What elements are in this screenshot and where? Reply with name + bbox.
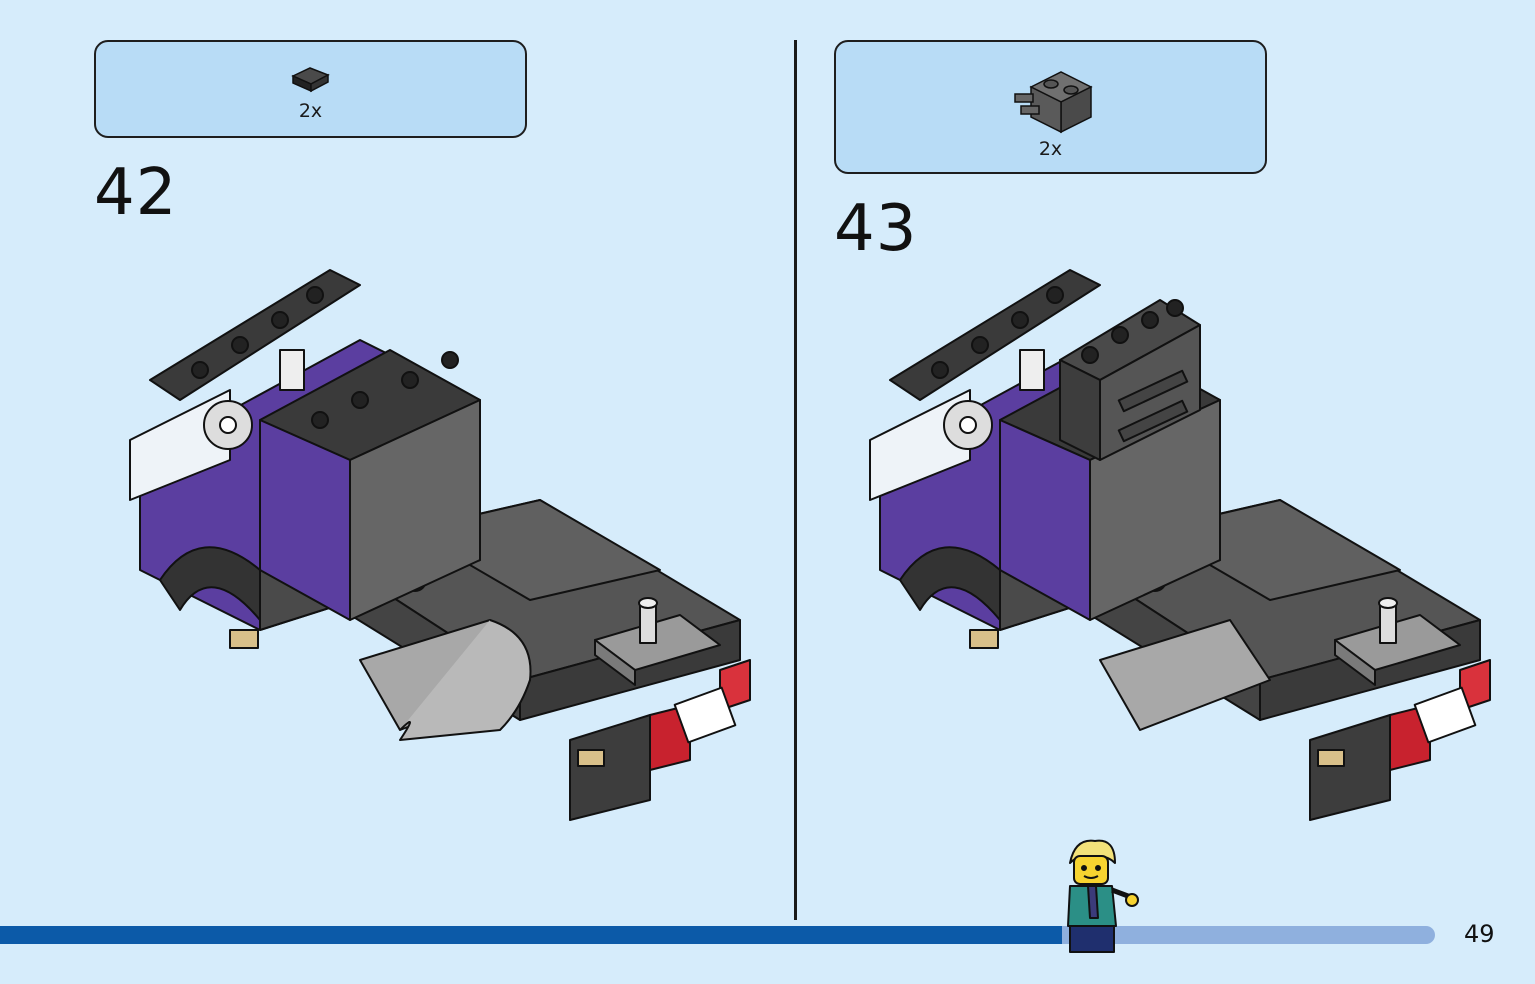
step-divider [794,40,797,920]
truck-chassis-illustration-step-43 [869,269,1491,821]
parts-callout-step-42: 2x [94,40,527,138]
part-quantity: 2x [298,100,323,122]
part-quantity: 2x [1038,138,1063,160]
step-number: 43 [834,192,918,266]
progress-bar [0,926,1435,944]
dark-gray-brick-1x2-with-clips-icon [1014,71,1093,134]
black-tile-1x1-icon [291,67,330,93]
step-number: 42 [94,156,178,230]
page-number: 49 [1464,920,1495,948]
minifigure-guide-icon [1067,839,1139,953]
parts-callout-step-43: 2x [834,40,1267,174]
progress-bar-fill [0,926,1062,944]
truck-chassis-illustration-step-42 [129,269,751,821]
